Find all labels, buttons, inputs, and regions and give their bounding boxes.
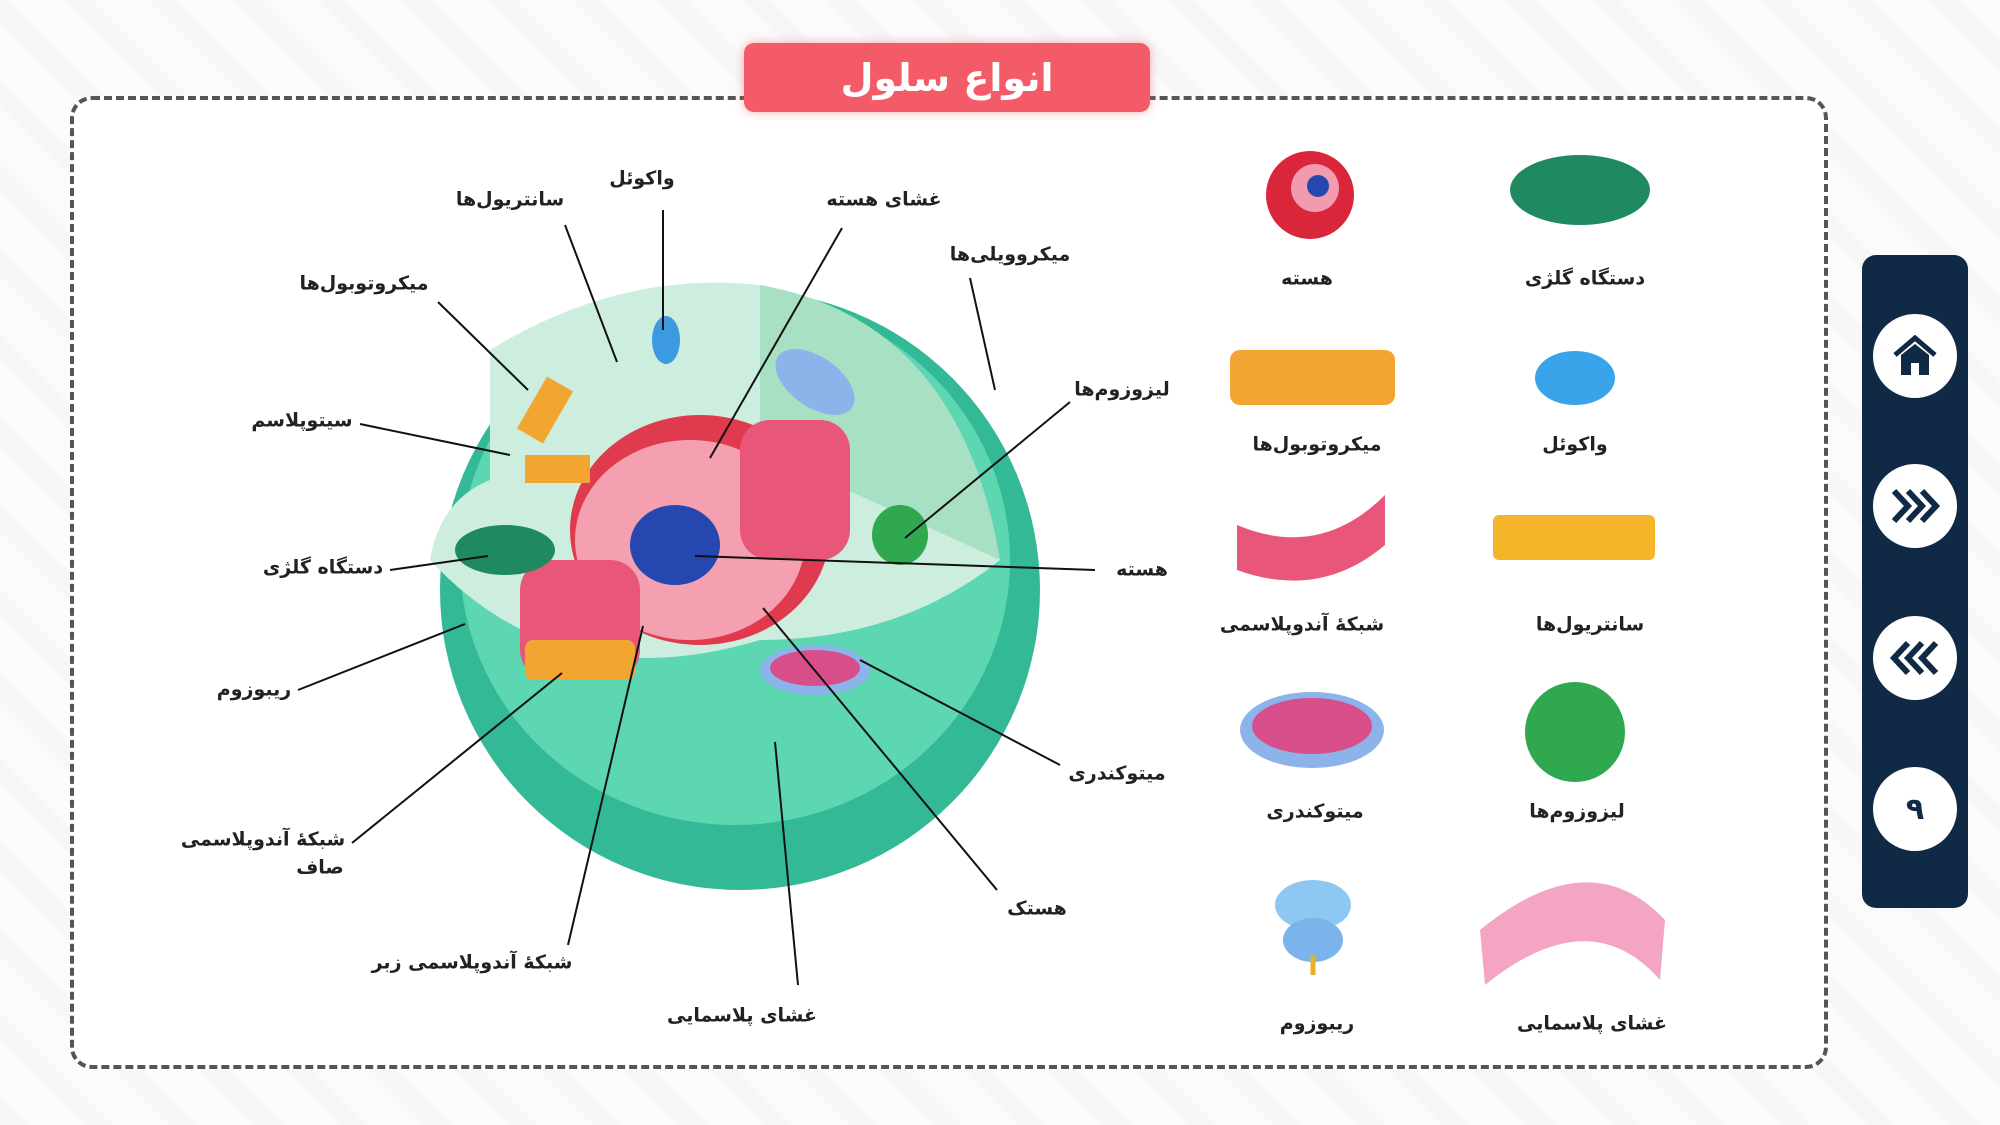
organelle-label: غشای پلاسمایی	[1517, 1012, 1667, 1035]
next-icon	[1891, 488, 1940, 524]
organelle-label: شبکهٔ آندوپلاسمی	[1219, 613, 1385, 636]
organelle-label: میکروتوبول‌ها	[1252, 433, 1382, 456]
label-microtubules: میکروتوبول‌ها	[299, 272, 429, 295]
organelle-label: لیزوزوم‌ها	[1529, 800, 1625, 823]
page-number[interactable]: ۹	[1873, 767, 1957, 851]
label-golgi: دستگاه گلژی	[262, 556, 384, 579]
organelle-icons	[1230, 151, 1665, 985]
label-ribosome: ریبوزوم	[216, 678, 292, 701]
microtubules-icon	[1230, 350, 1395, 405]
label-lysosomes: لیزوزوم‌ها	[1074, 378, 1170, 401]
golgi-icon	[1510, 155, 1650, 225]
plasma-membrane-icon	[1480, 882, 1665, 985]
organelle-label: هسته	[1281, 267, 1333, 290]
label-rough-er: شبکهٔ آندوپلاسمی زبر	[371, 951, 573, 974]
label-nucleolus: هستک	[1007, 897, 1067, 920]
label-microvilli: میکروویلی‌ها	[949, 243, 1071, 266]
organelle-label: دستگاه گلژی	[1524, 267, 1646, 290]
label-mitochondria: میتوکندری	[1068, 762, 1166, 785]
label-centrioles: سانتریول‌ها	[455, 188, 565, 211]
organelle-label: ریبوزوم	[1279, 1012, 1355, 1035]
prev-icon	[1890, 640, 1939, 676]
er-icon	[1237, 495, 1385, 581]
ribosome-icon	[1275, 880, 1351, 975]
label-vacuole: واکوئل	[609, 167, 675, 190]
nucleus-icon	[1266, 151, 1354, 239]
centrioles-icon	[1493, 515, 1655, 560]
mitochondria-icon	[1240, 692, 1384, 768]
home-button[interactable]	[1873, 314, 1957, 398]
organelle-label: میتوکندری	[1266, 800, 1364, 823]
organelle-label: واکوئل	[1542, 433, 1608, 456]
label-nuclear-membrane: غشای هسته	[826, 188, 942, 211]
next-button[interactable]	[1873, 464, 1957, 548]
nav-panel: ۹	[1862, 255, 1968, 908]
label-plasma-membrane: غشای پلاسمایی	[667, 1004, 817, 1027]
label-nucleus: هسته	[1116, 558, 1168, 581]
vacuole-icon	[1535, 351, 1615, 405]
prev-button[interactable]	[1873, 616, 1957, 700]
home-icon	[1893, 335, 1937, 375]
cell-illustration	[430, 282, 1040, 890]
page-title: انواع سلول	[744, 43, 1150, 112]
label-cytoplasm: سیتوپلاسم	[251, 409, 353, 432]
label-smooth-er-line2: صاف	[296, 856, 344, 879]
lysosome-icon	[1525, 682, 1625, 782]
label-smooth-er-line1: شبکهٔ آندوپلاسمی	[180, 828, 346, 851]
leader-lines	[297, 210, 1096, 986]
organelle-label: سانتریول‌ها	[1535, 613, 1645, 636]
